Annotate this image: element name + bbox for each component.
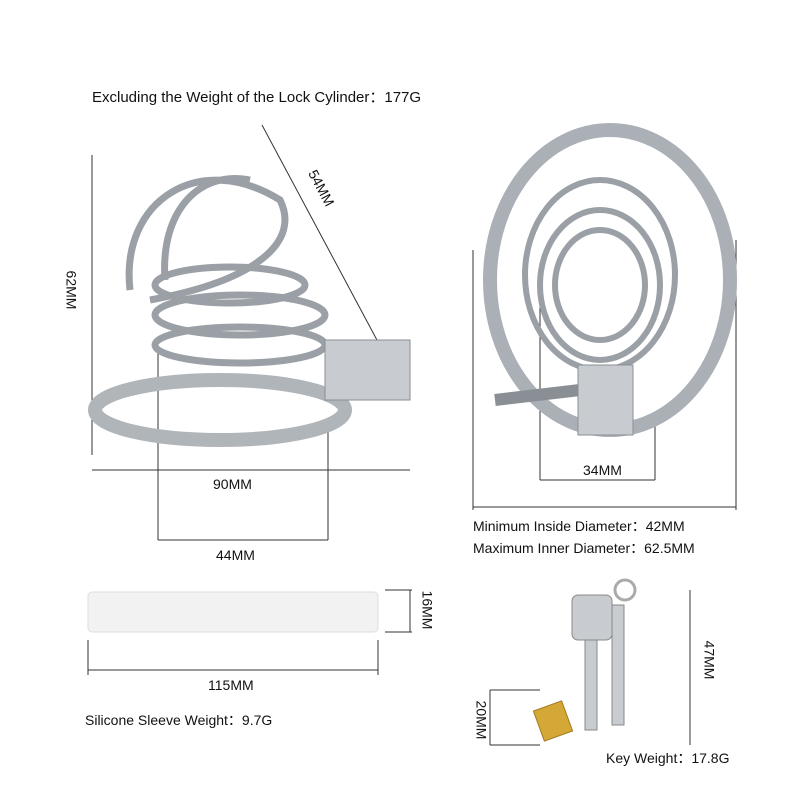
key-weight: Key Weight：17.8G bbox=[606, 750, 730, 766]
lock-cylinder-weight-note: Excluding the Weight of the Lock Cylinde… bbox=[92, 89, 422, 106]
sleeve-length: 115MM bbox=[208, 677, 254, 693]
ring-width-dimension: 44MM bbox=[216, 547, 255, 563]
keys-illustration bbox=[532, 578, 637, 742]
key-length: 47MM bbox=[701, 640, 718, 680]
width-dimension: 90MM bbox=[213, 476, 252, 492]
max-inner-diameter: Maximum Inner Diameter：62.5MM bbox=[473, 540, 695, 556]
lock-side bbox=[324, 339, 411, 401]
cage-side-illustration bbox=[88, 175, 352, 447]
min-inside-diameter: Minimum Inside Diameter：42MM bbox=[473, 518, 685, 534]
sleeve-thickness: 16MM bbox=[419, 590, 436, 630]
cylinder-length: 20MM bbox=[473, 700, 490, 740]
inner-width-dimension: 34MM bbox=[583, 462, 622, 478]
sleeve-weight: Silicone Sleeve Weight：9.7G bbox=[85, 712, 273, 728]
height-dimension: 62MM bbox=[63, 270, 80, 310]
lock-front bbox=[577, 364, 634, 436]
silicone-sleeve bbox=[87, 591, 379, 633]
